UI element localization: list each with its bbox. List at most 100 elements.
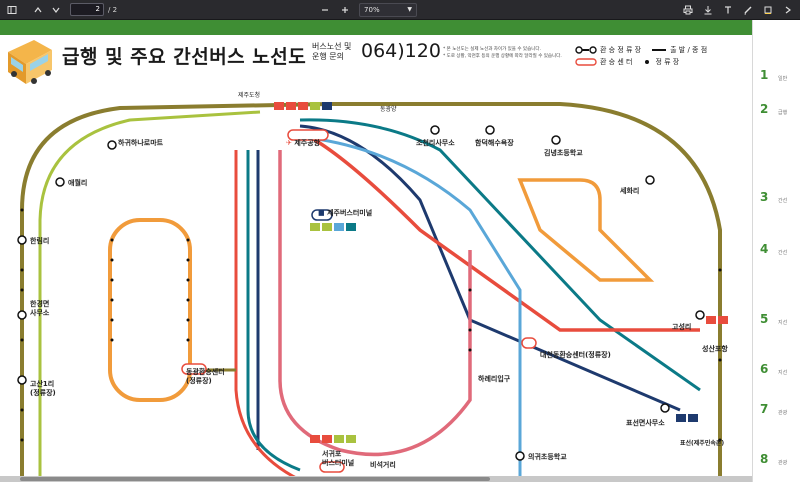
route-line-lime-west [38, 110, 261, 482]
station-gosan: 고산1리 (정류장) [30, 380, 56, 398]
station-label: 성산포항 [702, 345, 728, 353]
highlight-icon[interactable] [760, 2, 776, 18]
transfer-stop-goseong [695, 310, 705, 320]
thumb-tab-3-label: 간선 [778, 198, 788, 204]
station-label: 고성리 [672, 323, 692, 331]
station-label: 세화리 [620, 187, 640, 195]
small-stops [20, 208, 722, 442]
airplane-icon: ✈ [286, 139, 292, 147]
draw-icon[interactable] [740, 2, 756, 18]
station-hagwi: 하귀하나로마트 [118, 138, 163, 148]
route-badges-seongsan [706, 316, 728, 324]
scrollbar-thumb[interactable] [20, 477, 490, 481]
inquiry-line1: 버스노선 및 [312, 42, 352, 51]
station-daecheon: 대천동환승센터(정류장) [540, 350, 611, 360]
station-donggwangyang: 동광양 [380, 104, 397, 113]
more-icon[interactable] [780, 2, 796, 18]
station-label: 표선면사무소 [626, 419, 665, 427]
station-label-2: (정류장) [30, 389, 56, 397]
station-label: 동광환승센터 [186, 368, 225, 376]
transfer-stop-hallim [17, 235, 27, 245]
thumb-tab-4[interactable]: 4 [760, 242, 769, 256]
transfer-stop-hagwi [107, 140, 117, 150]
station-label: 애월리 [68, 179, 88, 187]
station-seongsan: 성산포항 [702, 344, 728, 354]
station-label: 하귀하나로마트 [118, 139, 164, 147]
page-number-input[interactable]: 2 [70, 3, 104, 16]
pdf-toolbar: 2 / 2 70% ▼ [0, 0, 800, 20]
station-wuiseo: 의귀초등학교 [528, 452, 567, 462]
transfer-center-icon [575, 58, 597, 66]
thumb-tab-6-label: 지선 [778, 370, 788, 376]
plus-icon[interactable] [337, 2, 353, 18]
thumb-tab-8-label: 관광 [778, 460, 788, 466]
station-label-2: 사무소 [30, 309, 50, 317]
thumb-tab-1-label: 일반 [778, 76, 788, 82]
route-line-sky [309, 136, 522, 482]
thumbnail-sidebar[interactable] [752, 20, 800, 482]
transfer-stop-icon [575, 46, 597, 54]
station-sehwa: 세화리 [620, 186, 639, 196]
thumb-tab-8[interactable]: 8 [760, 452, 769, 466]
route-line-pink [278, 150, 472, 457]
station-label: 제주공항 [294, 139, 321, 147]
header-green-bar [0, 20, 752, 35]
zoom-value: 70% [364, 5, 380, 14]
zoom-select[interactable]: 70% ▼ [359, 2, 418, 17]
transfer-stop-jocheon [430, 125, 440, 135]
transfer-center-daecheon [521, 337, 537, 349]
station-seogwipo-terminal: 서귀포 버스터미널 [322, 450, 354, 468]
thumb-tab-1[interactable]: 1 [760, 68, 769, 82]
route-map [17, 102, 728, 482]
station-label: 제주버스터미널 [327, 209, 373, 217]
legend-transfer-center: 환 승 센 터 [575, 57, 632, 67]
station-hangyeong: 한경면 사무소 [30, 300, 49, 318]
bus-icon: ■ [318, 209, 325, 217]
station-jeju-terminal: ■ 제주버스터미널 [318, 208, 372, 218]
station-label: 대천동환승센터(정류장) [540, 351, 611, 359]
station-label: 함덕해수욕장 [475, 139, 514, 147]
legend-transfer-center-label: 환 승 센 터 [600, 58, 633, 66]
route-badges-airport [274, 102, 332, 110]
route-line-olive-outer [20, 102, 722, 482]
station-airport: ✈ 제주공항 [286, 138, 320, 148]
minus-icon[interactable] [317, 2, 333, 18]
chevron-down-icon[interactable] [48, 2, 64, 18]
route-badges-jeju-terminal [310, 223, 356, 231]
thumb-tab-7[interactable]: 7 [760, 402, 769, 416]
sidebar-toggle-icon[interactable] [4, 2, 20, 18]
note-1: * 본 노선도는 실제 노선과 차이가 있을 수 있습니다. [443, 47, 541, 52]
legend-depart-end-label: 출 발 / 종 점 [670, 46, 708, 54]
chevron-up-icon[interactable] [30, 2, 46, 18]
download-icon[interactable] [700, 2, 716, 18]
station-hallaridge: 하례리입구 [478, 374, 510, 384]
station-goseong: 고성리 [672, 322, 691, 332]
legend-bus-stop: 정 류 장 [642, 57, 679, 67]
depart-end-icon [652, 49, 667, 51]
station-label: 의귀초등학교 [528, 453, 567, 461]
route-line-orange-west-loop [108, 218, 192, 402]
thumb-tab-2[interactable]: 2 [760, 102, 769, 116]
notes: * 본 노선도는 실제 노선과 차이가 있을 수 있습니다. * 도로 상황, … [443, 46, 562, 60]
horizontal-scrollbar[interactable] [0, 476, 752, 482]
station-label-2: 버스터미널 [322, 459, 355, 467]
station-label: 조천리사무소 [416, 139, 455, 147]
bus-illustration-icon [8, 40, 52, 84]
station-bisekgeori: 비석거리 [370, 460, 396, 470]
thumb-tab-3[interactable]: 3 [760, 190, 769, 204]
phone-number: 064)120 [361, 40, 441, 62]
route-line-red-express [299, 130, 700, 332]
station-label: 표선(제주민속촌) [680, 440, 725, 447]
transfer-stop-hangyeong [17, 310, 27, 320]
station-jocheon: 조천리사무소 [416, 138, 455, 148]
pdf-page: 급행 및 주요 간선버스 노선도 버스노선 및 운행 문의 064)120 * … [0, 20, 752, 482]
transfer-stop-aewol [55, 177, 65, 187]
transfer-center-seogwipo [319, 461, 345, 473]
print-icon[interactable] [680, 2, 696, 18]
route-line-teal-center [246, 150, 301, 472]
document-viewer[interactable]: 급행 및 주요 간선버스 노선도 버스노선 및 운행 문의 064)120 * … [0, 20, 800, 482]
thumb-tab-6[interactable]: 6 [760, 362, 769, 376]
thumb-tab-5[interactable]: 5 [760, 312, 769, 326]
text-icon[interactable] [720, 2, 736, 18]
transfer-stop-gimnyeong [551, 135, 561, 145]
